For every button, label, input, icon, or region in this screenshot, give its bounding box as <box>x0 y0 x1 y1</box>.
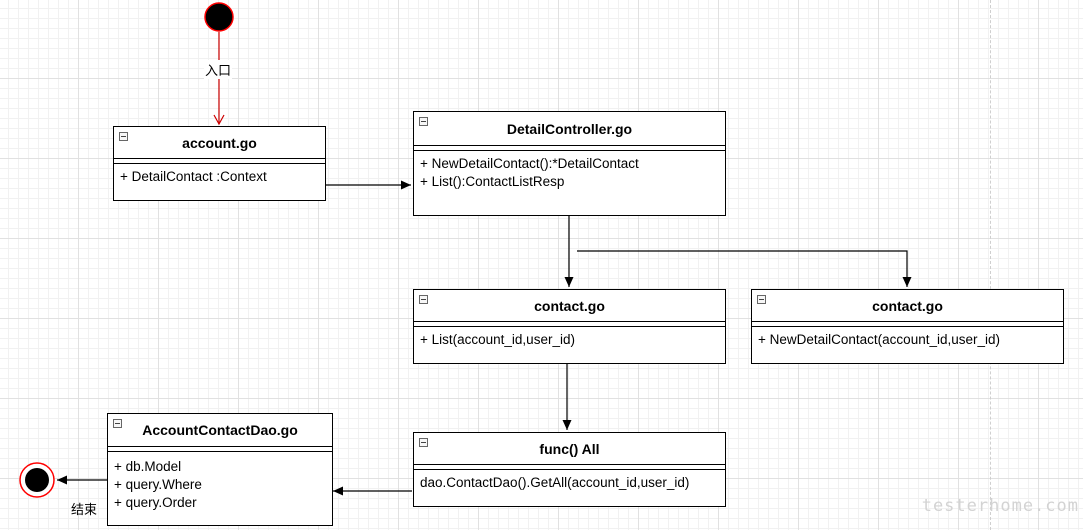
member-row: + db.Model <box>114 459 182 474</box>
member-row: dao.ContactDao().GetAll(account_id,user_… <box>420 475 690 490</box>
watermark-text: testerhome.com <box>921 496 1079 516</box>
class-header: func() All <box>414 433 725 465</box>
class-title: contact.go <box>872 298 943 314</box>
member-row: + NewDetailContact(account_id,user_id) <box>758 332 1000 347</box>
attributes-compartment <box>108 447 332 452</box>
methods-compartment: + NewDetailContact(account_id,user_id) <box>752 327 1063 349</box>
attributes-compartment <box>114 159 325 164</box>
member-row: + NewDetailContact():*DetailContact <box>420 156 639 171</box>
attributes-compartment <box>752 322 1063 327</box>
collapse-icon[interactable] <box>419 438 428 447</box>
start-node[interactable] <box>204 2 234 32</box>
class-node-account-contact-dao[interactable]: AccountContactDao.go + db.Model + query.… <box>107 413 333 526</box>
member-row: + query.Order <box>114 495 197 510</box>
class-node-contact-list[interactable]: contact.go + List(account_id,user_id) <box>413 289 726 364</box>
attributes-compartment <box>414 146 725 151</box>
class-header: contact.go <box>752 290 1063 322</box>
member-row: + List(account_id,user_id) <box>420 332 575 347</box>
class-title: account.go <box>182 135 257 151</box>
class-node-contact-new[interactable]: contact.go + NewDetailContact(account_id… <box>751 289 1064 364</box>
methods-compartment: + db.Model + query.Where + query.Order <box>108 452 332 512</box>
methods-compartment: + List(account_id,user_id) <box>414 327 725 349</box>
class-header: AccountContactDao.go <box>108 414 332 447</box>
class-node-detail-controller[interactable]: DetailController.go + NewDetailContact()… <box>413 111 726 216</box>
class-title: func() All <box>539 441 600 457</box>
methods-compartment: + DetailContact :Context <box>114 164 325 186</box>
entry-label: 入口 <box>204 60 233 79</box>
collapse-icon[interactable] <box>419 295 428 304</box>
class-header: contact.go <box>414 290 725 322</box>
attributes-compartment <box>414 322 725 327</box>
end-node-core <box>25 468 49 492</box>
class-node-account[interactable]: account.go + DetailContact :Context <box>113 126 326 201</box>
edge-controller-to-contact-new[interactable] <box>577 250 912 287</box>
class-title: contact.go <box>534 298 605 314</box>
class-node-func-all[interactable]: func() All dao.ContactDao().GetAll(accou… <box>413 432 726 507</box>
member-row: + DetailContact :Context <box>120 169 267 184</box>
member-row: + query.Where <box>114 477 202 492</box>
class-header: account.go <box>114 127 325 159</box>
exit-label: 结束 <box>71 502 98 517</box>
class-title: DetailController.go <box>506 121 633 137</box>
member-row: + List():ContactListResp <box>420 174 565 189</box>
class-header: DetailController.go <box>414 112 725 146</box>
collapse-icon[interactable] <box>113 419 122 428</box>
collapse-icon[interactable] <box>119 132 128 141</box>
attributes-compartment <box>414 465 725 470</box>
page-boundary-line <box>990 0 991 530</box>
collapse-icon[interactable] <box>757 295 766 304</box>
methods-compartment: dao.ContactDao().GetAll(account_id,user_… <box>414 470 725 492</box>
methods-compartment: + NewDetailContact():*DetailContact + Li… <box>414 151 725 191</box>
class-title: AccountContactDao.go <box>142 422 298 438</box>
collapse-icon[interactable] <box>419 117 428 126</box>
